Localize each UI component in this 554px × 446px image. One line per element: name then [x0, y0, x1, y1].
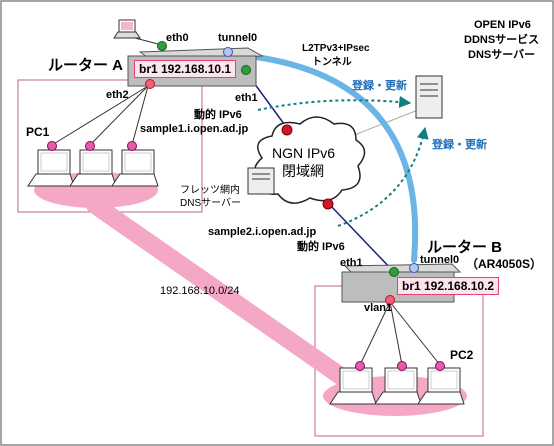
rtra-pc1-left: [51, 85, 149, 146]
router-a-br1-address: br1 192.168.10.1: [134, 60, 237, 78]
pc2-label: PC2: [450, 348, 474, 362]
router-a-tunnel-label: tunnel0: [218, 32, 258, 44]
eth0-laptop-icon: [113, 19, 141, 39]
router-a-eth2-port: [145, 79, 155, 89]
rtra-pc1-right: [131, 85, 149, 146]
router-b-tunnel-label: tunnel0: [420, 254, 460, 266]
pc1-laptop-3-icon: [111, 149, 159, 187]
router-b-eth1-port: [389, 267, 399, 277]
router-b-model: （AR4050S）: [466, 257, 543, 271]
ddns-server-line3: DNSサーバー: [468, 49, 536, 61]
pc2-laptop-2-icon: [374, 367, 422, 405]
pc1-port-1: [47, 141, 57, 151]
router-b-vlan1-label: vlan1: [364, 302, 393, 314]
router-a-name: ルーター A: [48, 57, 124, 74]
rtrb-pc2-mid: [389, 301, 403, 366]
tunnel-label-line2: トンネル: [312, 57, 352, 68]
router-a-eth1-label: eth1: [235, 92, 258, 104]
lan-band-connector: [86, 196, 374, 402]
ddns-server-line2: DDNSサービス: [464, 34, 540, 46]
ngn-label-line1: NGN IPv6: [272, 145, 336, 161]
pc2-port-1: [355, 361, 365, 371]
rtrb-pc2-right: [389, 301, 441, 366]
router-b-tunnel-port: [409, 263, 419, 273]
pc1-laptop-2-icon: [69, 149, 117, 187]
pc1-port-2: [85, 141, 95, 151]
router-a-eth1-port: [241, 65, 251, 75]
pc2-port-3: [435, 361, 445, 371]
registration-arrow-a: [257, 95, 412, 111]
flets-dns-server-icon: [247, 167, 275, 195]
ddns-server-icon: [415, 75, 443, 119]
eth0-label: eth0: [166, 32, 189, 44]
pc2-port-2: [397, 361, 407, 371]
tunnel-arc: [227, 51, 419, 263]
ngn-line-b: [329, 204, 395, 273]
ddns-server-line1: OPEN IPv6: [474, 19, 531, 31]
router-a-eth2-label: eth2: [106, 89, 129, 101]
pc1-port-3: [127, 141, 137, 151]
rtrb-pc2-left: [359, 301, 391, 366]
router-b-vlan1-port: [385, 295, 395, 305]
router-b-eth1-label: eth1: [340, 257, 363, 269]
registration-label-top: 登録・更新: [352, 80, 407, 92]
router-b-dynamic-ipv6: 動的 IPv6: [297, 241, 345, 253]
router-b-hostname: sample2.i.open.ad.jp: [208, 226, 317, 238]
subnet-label: 192.168.10.0/24: [160, 285, 240, 297]
registration-arrow-b: [337, 126, 429, 227]
router-b-br1-address: br1 192.168.10.2: [397, 277, 500, 295]
router-a-dynamic-ipv6: 動的 IPv6: [194, 109, 242, 121]
tunnel-label-line1: L2TPv3+IPsec: [302, 43, 370, 54]
pc2-laptop-1-icon: [329, 367, 377, 405]
eth0-port: [157, 41, 167, 51]
pc1-laptop-1-icon: [27, 149, 75, 187]
ngn-node-b: [322, 198, 334, 210]
pc2-laptop-3-icon: [417, 367, 465, 405]
rtra-pc1-mid: [89, 85, 149, 146]
pc1-label: PC1: [26, 125, 50, 139]
ngn-label-line2: 閉域網: [282, 163, 324, 179]
router-a-hostname: sample1.i.open.ad.jp: [140, 123, 249, 135]
ngn-node-a: [281, 124, 293, 136]
router-b-name: ルーター B: [427, 239, 503, 256]
router-a-tunnel-port: [223, 47, 233, 57]
flets-dns-line2: DNSサーバー: [180, 198, 242, 209]
registration-label-bottom: 登録・更新: [432, 139, 487, 151]
flets-dns-line1: フレッツ網内: [180, 185, 240, 196]
